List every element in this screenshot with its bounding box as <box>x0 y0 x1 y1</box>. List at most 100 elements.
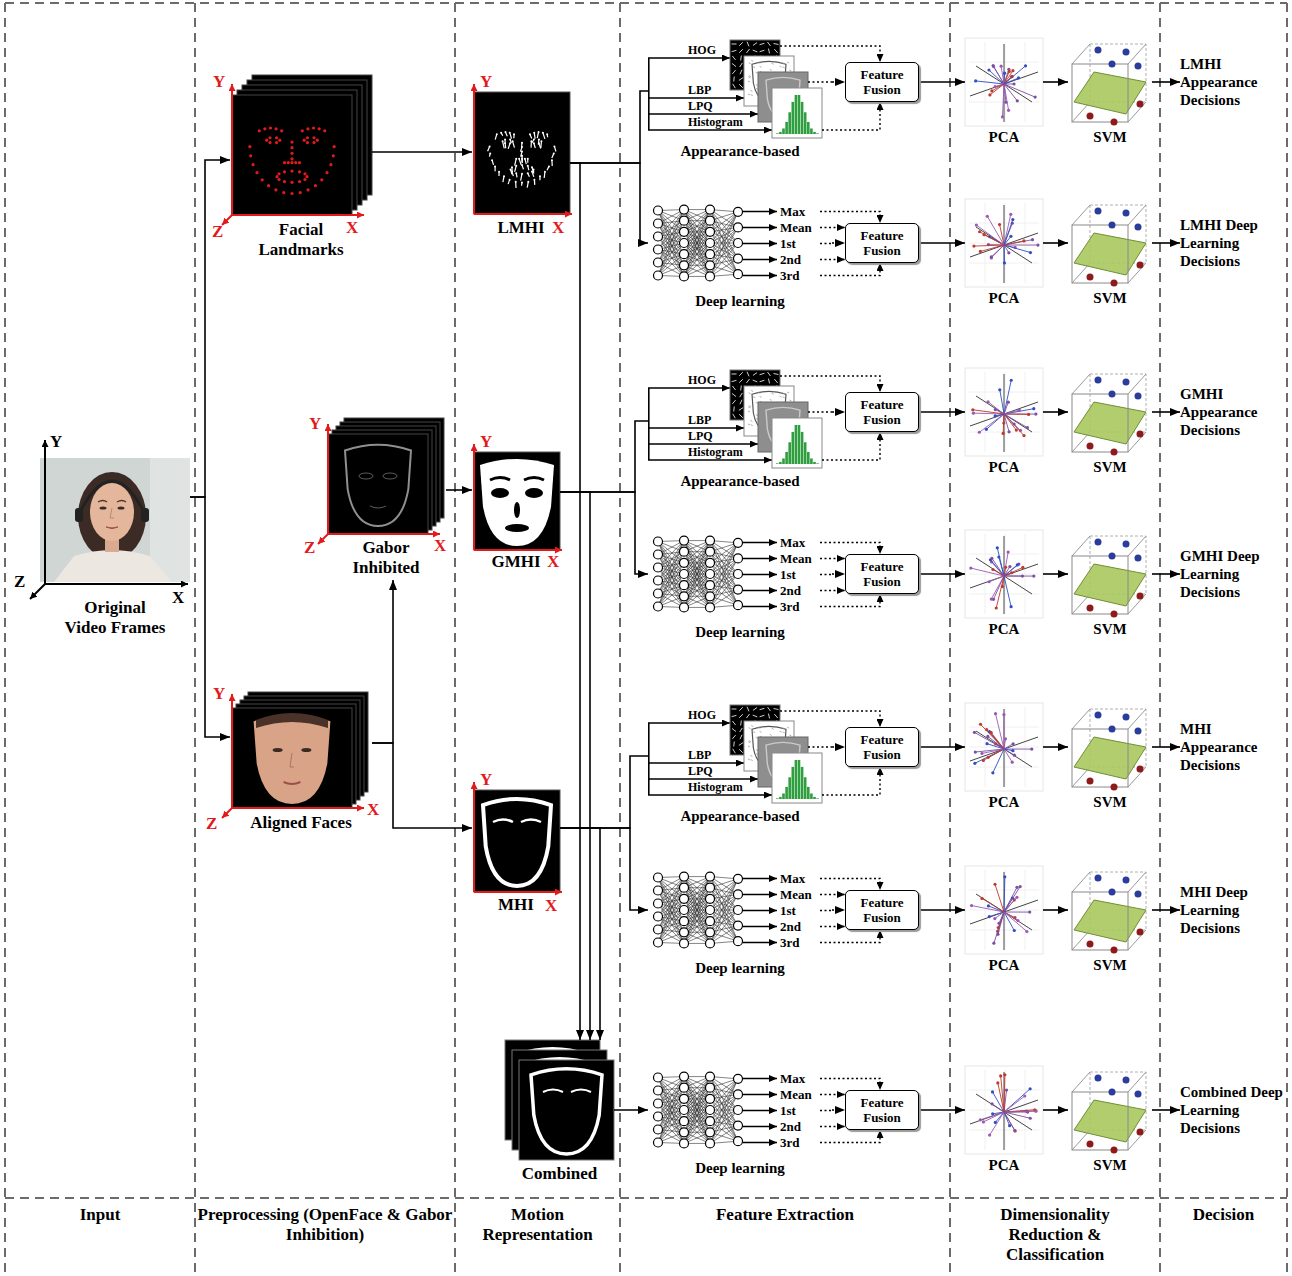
output-label: Mean <box>780 1087 812 1102</box>
pca-plot <box>965 199 1043 287</box>
decision-label: MHI Appearance Decisions <box>1180 720 1284 774</box>
mhi-image <box>474 790 560 892</box>
connector <box>919 242 965 244</box>
text-slot: Feature Fusion <box>846 895 918 925</box>
text-slot: MHI Appearance Decisions <box>1180 720 1284 774</box>
figure-caption: SVM <box>1068 956 1152 974</box>
connector <box>832 242 845 244</box>
text-slot: PCA <box>965 1156 1043 1174</box>
connector <box>1043 411 1068 413</box>
text-slot: LPQ <box>688 430 713 443</box>
figure-caption: PCA <box>965 620 1043 638</box>
label-holder: Dimensionality Reduction & Classificatio… <box>980 1205 1130 1265</box>
decision-label: GMHI Deep Learning Decisions <box>1180 547 1284 601</box>
text-slot: Mean <box>780 1087 812 1102</box>
figure-node: PCA <box>965 199 1043 309</box>
text-slot: Histogram <box>688 781 743 794</box>
connector <box>1043 242 1068 244</box>
text-slot: Deep learning <box>648 292 832 310</box>
text-slot: 2nd <box>780 1119 801 1134</box>
column-header: Dimensionality Reduction & Classificatio… <box>980 1205 1130 1265</box>
label-holder: X <box>367 800 379 820</box>
feature-group: HOGLBPLPQHistogramAppearance-based <box>648 368 832 490</box>
output-label: 1st <box>780 236 796 251</box>
pca-plot <box>965 38 1043 126</box>
axis-letter: Z <box>206 814 217 834</box>
connector <box>919 81 965 83</box>
connector <box>560 492 648 574</box>
text-slot: GMHI <box>472 552 560 572</box>
output-label: 1st <box>780 567 796 582</box>
connector <box>560 756 648 828</box>
image-caption: GMHI <box>472 552 560 572</box>
figure-node: SVM <box>1068 199 1152 309</box>
text-slot: Feature Fusion <box>846 397 918 427</box>
figure-caption: SVM <box>1068 1156 1152 1174</box>
fusion-box: Feature Fusion <box>845 223 919 263</box>
connector <box>1043 746 1068 748</box>
text-slot: PCA <box>965 128 1043 146</box>
text-slot: PCA <box>965 620 1043 638</box>
connector <box>1043 81 1068 83</box>
feature-label: Histogram <box>688 116 743 129</box>
connector <box>1152 909 1180 911</box>
column-header: Feature Extraction <box>620 1205 950 1225</box>
text-slot: HOG <box>688 44 716 57</box>
figure-caption: SVM <box>1068 793 1152 811</box>
figure-caption: PCA <box>965 289 1043 307</box>
group-caption: Deep learning <box>648 292 832 310</box>
text-slot: Appearance-based <box>648 807 832 825</box>
label-holder: Decision <box>1160 1205 1287 1225</box>
figure-caption: SVM <box>1068 289 1152 307</box>
text-slot: SVM <box>1068 956 1152 974</box>
connector <box>919 909 965 911</box>
image-node: Gabor Inhibited <box>326 418 446 580</box>
text-slot: Mean <box>780 551 812 566</box>
output-label: 3rd <box>780 268 800 283</box>
label-holder: Z <box>14 572 25 592</box>
pca-plot <box>965 530 1043 618</box>
connector <box>832 81 845 83</box>
connector <box>832 1109 845 1111</box>
text-slot: SVM <box>1068 289 1152 307</box>
decision-text: LMHI Appearance Decisions <box>1180 55 1284 109</box>
label-holder: Y <box>309 414 321 434</box>
label-holder: Feature Extraction <box>620 1205 950 1225</box>
label-holder: X <box>552 218 564 238</box>
column-header: Decision <box>1160 1205 1287 1225</box>
decision-text: LMHI Deep Learning Decisions <box>1180 216 1284 270</box>
figure-node: PCA <box>965 530 1043 640</box>
box-label: Feature Fusion <box>846 397 918 427</box>
output-label: 3rd <box>780 935 800 950</box>
text-slot: SVM <box>1068 128 1152 146</box>
label-holder: Input <box>5 1205 195 1225</box>
decision-label: GMHI Appearance Decisions <box>1180 385 1284 439</box>
axis-letter: X <box>547 552 559 572</box>
text-slot: 3rd <box>780 935 800 950</box>
pca-plot <box>965 368 1043 456</box>
text-slot: Deep learning <box>648 623 832 641</box>
label-holder: Y <box>50 432 62 452</box>
text-slot: 1st <box>780 903 796 918</box>
text-slot: 2nd <box>780 919 801 934</box>
text-slot: LMHI Deep Learning Decisions <box>1180 216 1284 270</box>
image-node: Aligned Faces <box>230 688 372 835</box>
group-caption: Deep learning <box>648 623 832 641</box>
text-slot: Feature Fusion <box>846 1095 918 1125</box>
text-slot: Mean <box>780 887 812 902</box>
axis-letter: Y <box>50 432 62 452</box>
output-label: 2nd <box>780 583 801 598</box>
axis-letter: Y <box>480 770 492 790</box>
connector <box>832 746 845 748</box>
feature-label: LPQ <box>688 100 713 113</box>
image-caption: Original Video Frames <box>63 598 167 638</box>
connector <box>1043 573 1068 575</box>
connector <box>372 580 393 743</box>
network-group: MaxMean1st2nd3rdDeep learning <box>648 527 832 641</box>
decision-label: Combined Deep Learning Decisions <box>1180 1083 1284 1137</box>
axis-letter: X <box>346 218 358 238</box>
label-holder: Preprocessing (OpenFace & Gabor Inhibiti… <box>195 1205 455 1245</box>
connector <box>832 573 845 575</box>
group-caption: Deep learning <box>648 1159 832 1177</box>
